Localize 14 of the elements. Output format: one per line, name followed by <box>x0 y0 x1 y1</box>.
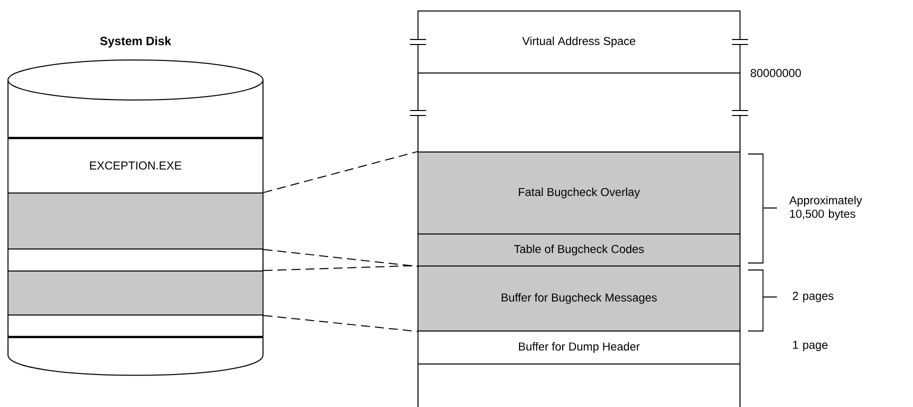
dashed-line <box>262 151 418 194</box>
dashed-line <box>262 248 418 267</box>
annotation: 1 page <box>793 340 828 352</box>
disk-band: EXCEPTION.EXE <box>8 138 264 194</box>
shaded-band <box>8 270 264 316</box>
memory-region: Virtual Address Space <box>418 10 740 74</box>
memory-region: Table of Bugcheck Codes <box>418 234 740 266</box>
memory-region: Buffer for Dump Header <box>418 330 740 364</box>
annotation: 80000000 <box>750 68 801 78</box>
dashed-line <box>262 314 418 332</box>
shaded-band <box>8 192 264 250</box>
annotation: Approximately 10,500 bytes <box>789 196 862 220</box>
annotation: 2 pages <box>792 292 834 302</box>
node-label: System Disk <box>100 36 172 48</box>
